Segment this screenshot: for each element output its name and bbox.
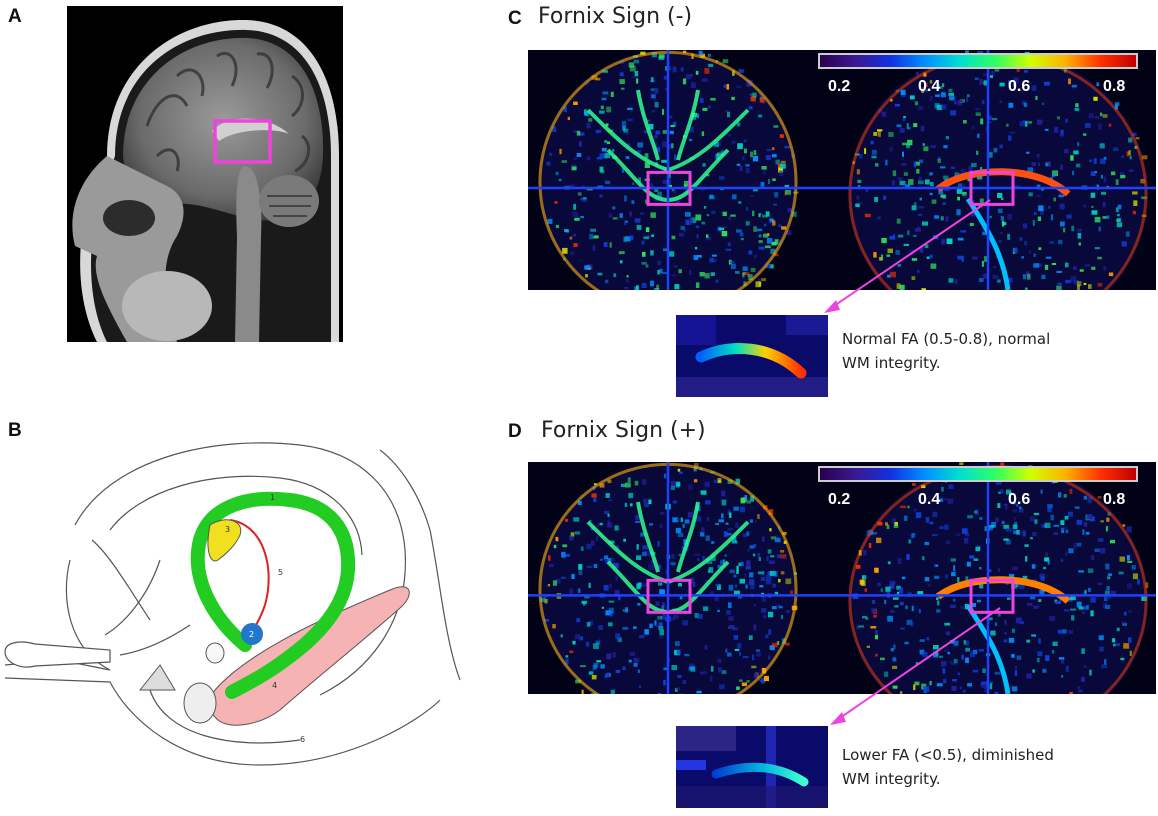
label-3: 3 <box>225 525 230 534</box>
colorbar-tick: 0.4 <box>918 491 941 508</box>
panel-c-title: Fornix Sign (-) <box>538 4 693 29</box>
caption-normal-line: Normal FA (0.5-0.8), normal <box>842 330 1051 348</box>
caption-normal: Normal FA (0.5-0.8), normal WM integrity… <box>842 327 1050 375</box>
fa-colorbar-c: 0.2 0.4 0.6 0.8 <box>818 53 1138 99</box>
colorbar-tick: 0.6 <box>1008 78 1031 95</box>
colorbar-gradient <box>818 466 1138 482</box>
caption-reduced: Lower FA (<0.5), diminished WM integrity… <box>842 743 1054 791</box>
colorbar-gradient <box>818 53 1138 69</box>
label-2: 2 <box>249 630 254 639</box>
fornix-roi-box <box>213 119 272 164</box>
colorbar-tick: 0.4 <box>918 78 941 95</box>
fornix-anatomy-diagram: 1 2 3 4 5 6 <box>0 420 470 816</box>
mammillary-body <box>241 623 263 645</box>
fa-colorbar-d: 0.2 0.4 0.6 0.8 <box>818 466 1138 512</box>
colorbar-tick: 0.8 <box>1103 78 1126 95</box>
caption-reduced-line: Lower FA (<0.5), diminished <box>842 746 1054 764</box>
fa-map-normal <box>528 50 1156 290</box>
fornix-tract <box>190 491 356 699</box>
colorbar-tick: 0.2 <box>828 78 851 95</box>
panel-d-letter: D <box>508 421 522 442</box>
panel-c-letter: C <box>508 8 522 29</box>
fornix-inset-reduced <box>676 726 828 808</box>
label-1: 1 <box>270 493 275 502</box>
mri-sagittal-image <box>67 6 343 342</box>
caption-reduced-line: WM integrity. <box>842 770 941 788</box>
colorbar-tick: 0.6 <box>1008 491 1031 508</box>
fa-map-normal-svg <box>528 50 1156 290</box>
colorbar-tick: 0.8 <box>1103 491 1126 508</box>
panel-d-title: Fornix Sign (+) <box>541 418 706 443</box>
colorbar-tick: 0.2 <box>828 491 851 508</box>
label-5: 5 <box>278 568 283 577</box>
label-6: 6 <box>300 735 305 744</box>
panel-b-letter: B <box>8 420 22 441</box>
fornix-inset-normal <box>676 315 828 397</box>
caption-normal-line: WM integrity. <box>842 354 941 372</box>
label-4: 4 <box>272 681 277 690</box>
panel-a-letter: A <box>8 6 22 27</box>
